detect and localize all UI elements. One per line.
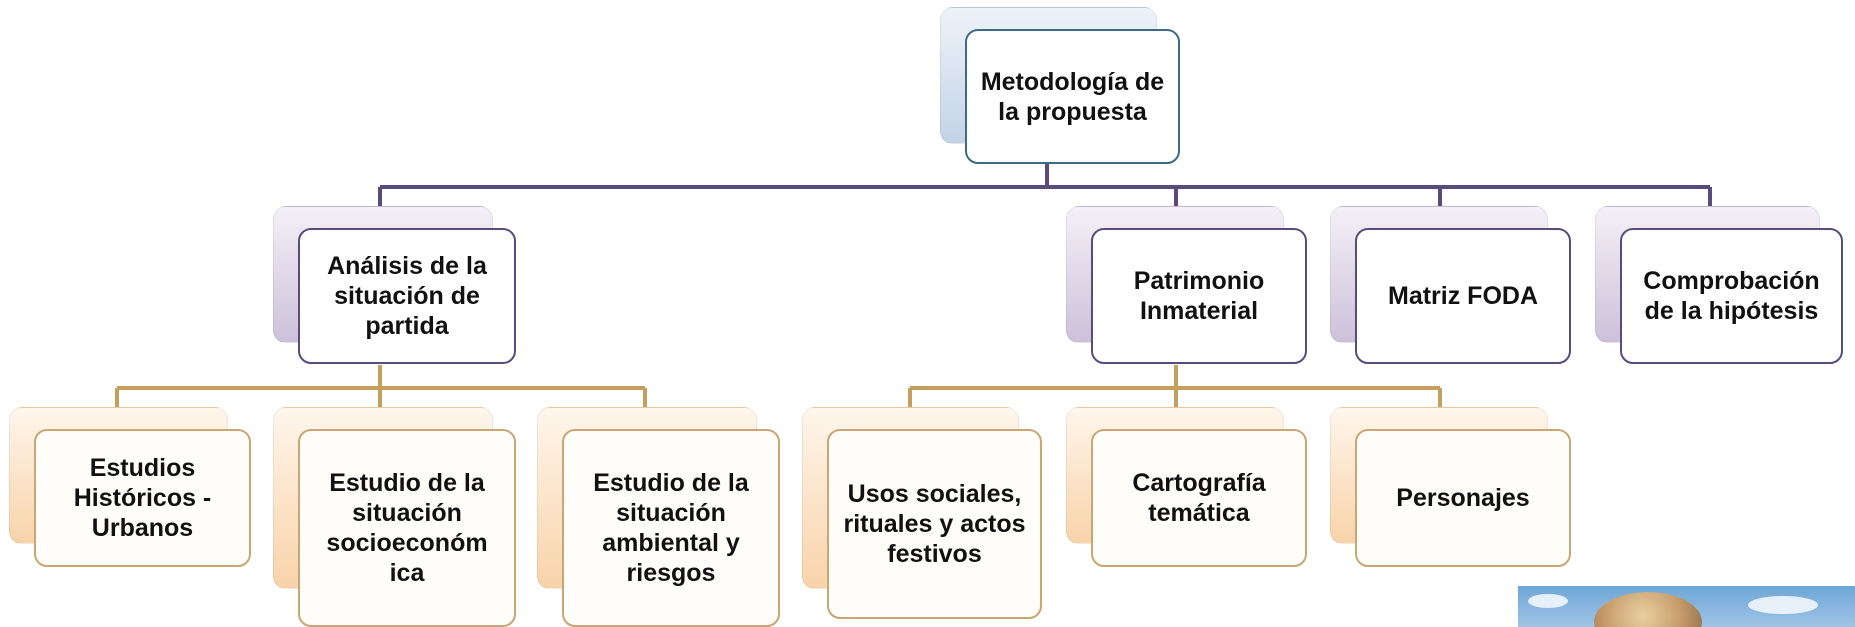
- person-photo: [1518, 586, 1855, 627]
- node-estudio-socio-label: Estudio de la situación socioeconóm ica: [326, 469, 488, 587]
- node-hipotesis-box: Comprobación de la hipótesis: [1620, 228, 1843, 364]
- node-root-box: Metodología de la propuesta: [965, 29, 1180, 164]
- node-foda-box: Matriz FODA: [1355, 228, 1571, 364]
- node-estudio-ambiental-box: Estudio de la situación ambiental y ries…: [562, 429, 780, 627]
- node-usos-sociales-box: Usos sociales, rituales y actos festivos: [827, 429, 1042, 619]
- photo-cloud: [1528, 594, 1568, 608]
- node-estudios-historicos-label: Estudios Históricos - Urbanos: [73, 454, 212, 542]
- node-estudio-socio: Estudio de la situación socioeconóm ica: [273, 407, 516, 627]
- node-root-label: Metodología de la propuesta: [980, 67, 1165, 126]
- node-usos-sociales-label: Usos sociales, rituales y actos festivos: [843, 480, 1026, 568]
- node-estudios-historicos: Estudios Históricos - Urbanos: [9, 407, 251, 567]
- node-estudio-ambiental: Estudio de la situación ambiental y ries…: [537, 407, 780, 627]
- node-root: Metodología de la propuesta: [940, 7, 1180, 167]
- node-analisis-label: Análisis de la situación de partida: [327, 252, 487, 340]
- node-cartografia-box: Cartografía temática: [1091, 429, 1307, 567]
- node-analisis-box: Análisis de la situación de partida: [298, 228, 516, 364]
- node-hipotesis: Comprobación de la hipótesis: [1595, 206, 1843, 366]
- node-personajes: Personajes: [1330, 407, 1571, 567]
- person-head: [1594, 592, 1702, 627]
- node-estudio-ambiental-label: Estudio de la situación ambiental y ries…: [593, 469, 749, 587]
- node-usos-sociales: Usos sociales, rituales y actos festivos: [802, 407, 1042, 619]
- child-connectors: [115, 365, 1442, 410]
- photo-cloud: [1748, 596, 1818, 614]
- node-foda-label: Matriz FODA: [1388, 282, 1538, 310]
- node-analisis: Análisis de la situación de partida: [273, 206, 516, 366]
- node-patrimonio: Patrimonio Inmaterial: [1066, 206, 1307, 366]
- node-cartografia-label: Cartografía temática: [1132, 469, 1266, 527]
- node-foda: Matriz FODA: [1330, 206, 1571, 366]
- node-patrimonio-box: Patrimonio Inmaterial: [1091, 228, 1307, 364]
- node-estudios-historicos-box: Estudios Históricos - Urbanos: [34, 429, 251, 567]
- node-personajes-box: Personajes: [1355, 429, 1571, 567]
- node-personajes-label: Personajes: [1396, 484, 1530, 512]
- node-estudio-socio-box: Estudio de la situación socioeconóm ica: [298, 429, 516, 627]
- node-patrimonio-label: Patrimonio Inmaterial: [1133, 267, 1265, 325]
- node-cartografia: Cartografía temática: [1066, 407, 1307, 567]
- node-hipotesis-label: Comprobación de la hipótesis: [1643, 267, 1820, 325]
